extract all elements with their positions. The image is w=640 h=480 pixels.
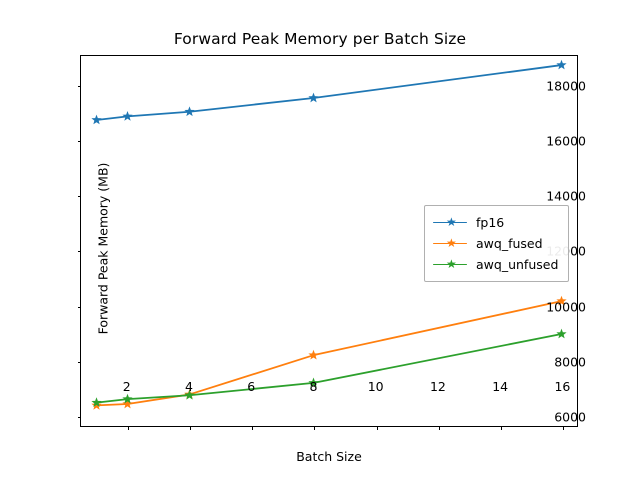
x-tick-mark [189, 426, 191, 430]
data-point-marker [122, 111, 133, 121]
x-tick-label: 4 [184, 379, 193, 394]
legend-line [433, 221, 467, 224]
x-tick-mark [252, 426, 254, 430]
x-tick-mark [438, 426, 440, 430]
x-tick-label: 2 [122, 379, 131, 394]
y-tick-label: 10000 [546, 299, 586, 315]
y-tick-mark [77, 196, 81, 198]
y-tick-label: 18000 [546, 78, 586, 94]
plot-lines-svg [91, 59, 567, 410]
legend-swatch-icon: ★ [433, 258, 467, 272]
legend-item-awq_unfused: ★ awq_unfused [433, 254, 558, 275]
legend-label: fp16 [476, 215, 505, 230]
data-point-marker [308, 377, 319, 388]
series-line [95, 64, 563, 121]
data-point-marker [308, 92, 319, 103]
data-point-marker [184, 106, 195, 117]
data-point-marker [122, 398, 133, 409]
legend-line [433, 242, 467, 245]
y-tick-label: 14000 [546, 188, 586, 204]
legend-item-awq_fused: ★ awq_fused [433, 233, 558, 254]
plot-axes: 600080001000012000140001600018000 [77, 55, 586, 430]
y-tick-label: 8000 [554, 354, 586, 370]
y-tick-label: 16000 [546, 133, 586, 149]
data-point-marker [308, 349, 319, 360]
legend-label: awq_unfused [476, 257, 559, 272]
y-axis-label: Forward Peak Memory (MB) [95, 162, 111, 335]
x-tick-label: 10 [367, 379, 384, 394]
x-tick-label: 8 [309, 379, 318, 394]
data-point-marker [556, 295, 567, 306]
x-tick-label: 6 [247, 379, 256, 394]
legend-star-icon: ★ [446, 257, 457, 271]
x-axis-label: Batch Size [296, 449, 362, 464]
legend-star-icon: ★ [446, 215, 457, 229]
chart-title: Forward Peak Memory per Batch Size [173, 30, 467, 48]
y-tick-mark [77, 416, 81, 418]
data-point-marker [122, 393, 133, 404]
x-tick-label: 14 [492, 379, 509, 394]
y-tick-mark [77, 141, 81, 142]
legend-line [433, 263, 467, 266]
legend-star-icon: ★ [446, 236, 457, 250]
x-tick-mark [376, 426, 378, 430]
y-tick-mark [77, 306, 81, 308]
y-tick-mark [77, 361, 81, 363]
data-point-marker [556, 59, 567, 70]
x-tick-label: 12 [429, 379, 446, 394]
data-point-marker [91, 397, 102, 408]
y-tick-mark [77, 251, 81, 253]
series-fp16 [91, 59, 567, 125]
x-tick-mark [501, 426, 503, 430]
x-tick-mark [127, 426, 129, 430]
legend-label: awq_fused [476, 236, 543, 251]
x-tick-mark [314, 426, 316, 430]
legend-swatch-icon: ★ [433, 237, 467, 251]
y-tick-label: 6000 [554, 409, 586, 425]
data-point-marker [91, 114, 102, 125]
x-tick-label: 16 [554, 379, 571, 394]
data-point-marker [184, 389, 195, 400]
series-awq_unfused [91, 328, 567, 408]
legend-item-fp16: ★ fp16 [433, 212, 558, 233]
y-tick-mark [77, 85, 81, 87]
legend-swatch-icon: ★ [433, 216, 467, 230]
legend: ★ fp16 ★ awq_fused ★ awq_unfused [424, 205, 570, 282]
x-tick-mark [563, 426, 565, 430]
data-point-marker [556, 328, 567, 339]
